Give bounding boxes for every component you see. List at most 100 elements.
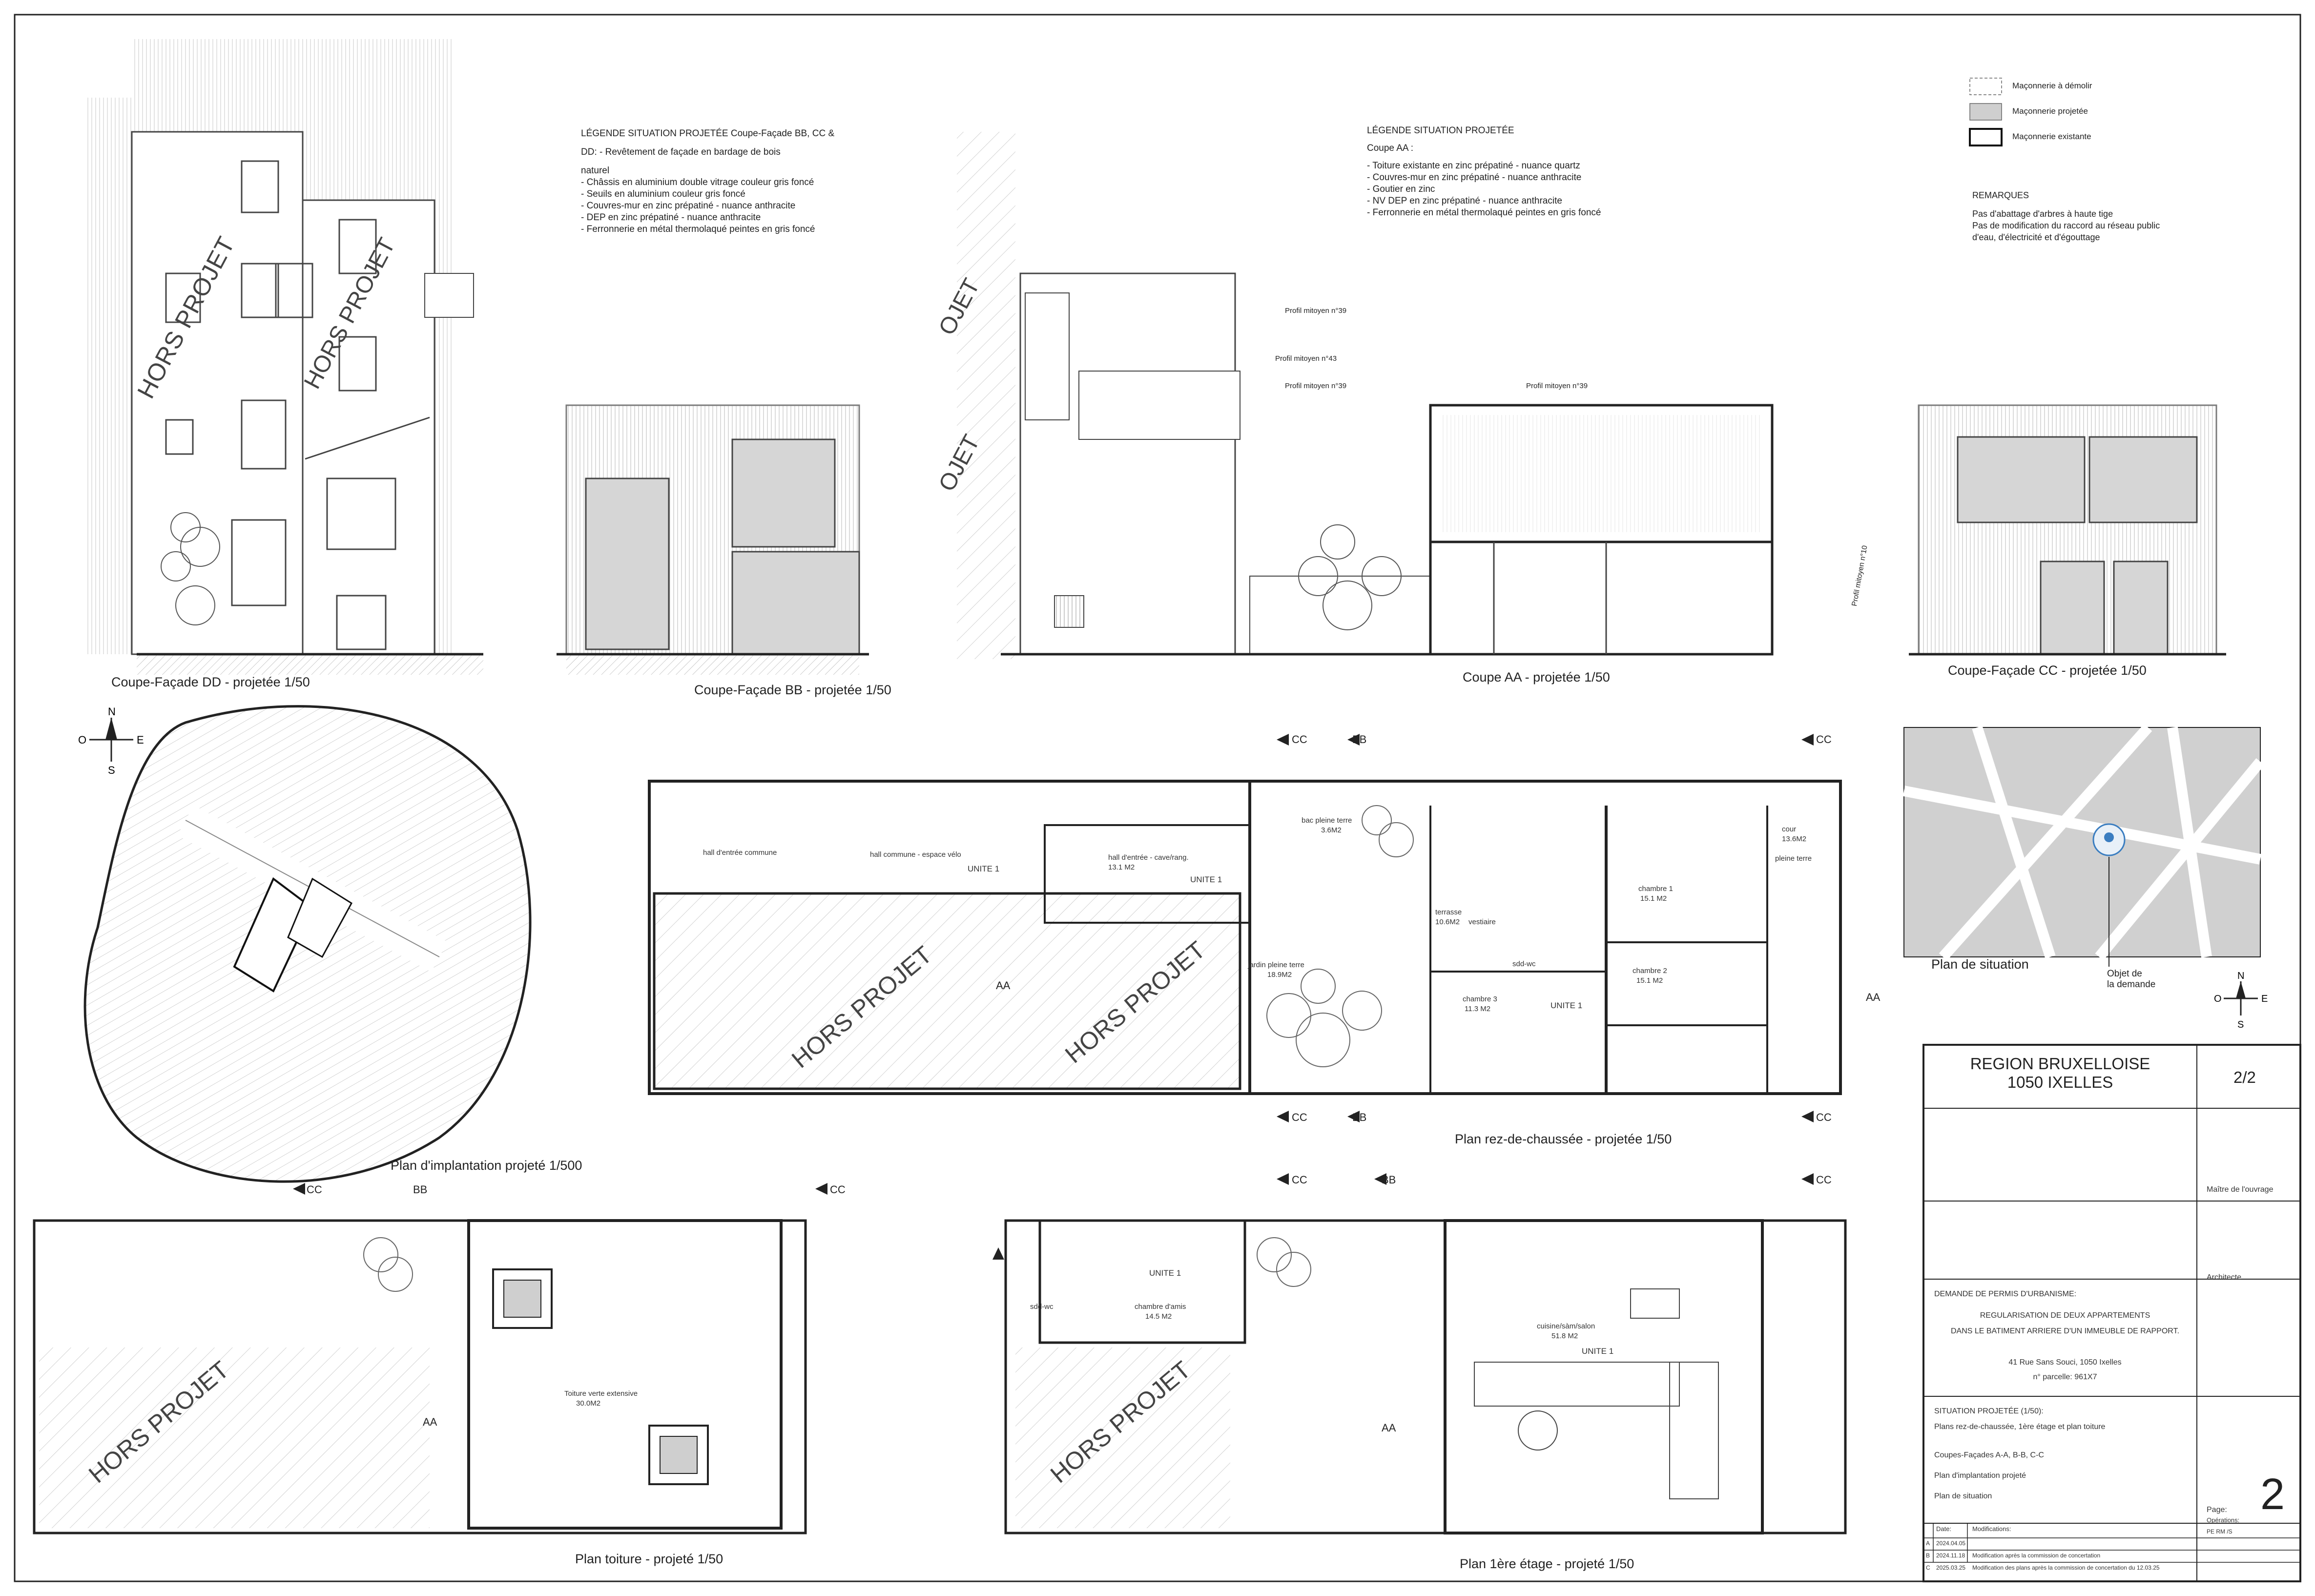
section-aa-rez-right: AA (1866, 991, 1881, 1003)
room-etage: chambre d'amis (1135, 1303, 1186, 1311)
profil-label: Profil mitoyen n°39 (1285, 382, 1347, 390)
legend-bb-line: DD: - Revêtement de façade en bardage de… (581, 147, 781, 157)
caption-etage: Plan 1ère étage - projeté 1/50 (1460, 1556, 1634, 1571)
legend-aa-title: LÉGENDE SITUATION PROJETÉE (1367, 125, 1514, 136)
tb-rev-letter: B (1926, 1552, 1930, 1559)
tb-project1: REGULARISATION DE DEUX APPARTEMENTS (1980, 1311, 2150, 1320)
legend-bb-line: - Ferronnerie en métal thermolaqué peint… (581, 224, 815, 234)
tb-situation: SITUATION PROJETÉE (1/50): (1934, 1407, 2044, 1415)
tb-project2: DANS LE BATIMENT ARRIERE D'UN IMMEUBLE D… (1950, 1327, 2180, 1335)
remarks-line: d'eau, d'électricité et d'égouttage (1972, 232, 2100, 242)
section-aa-toiture: AA (423, 1416, 437, 1428)
section-markers (293, 734, 1814, 1260)
room-rez: hall d'entrée - cave/rang. (1108, 853, 1189, 862)
tb-page-frac: 2/2 (2233, 1068, 2256, 1086)
section-cc-bottom-right: CC (1816, 1111, 1832, 1123)
legend-bb-line: - Seuils en aluminium couleur gris foncé (581, 189, 745, 199)
room-rez-area: 15.1 M2 (1636, 976, 1663, 985)
room-rez-area: 18.9M2 (1267, 971, 1292, 979)
tb-parcel: n° parcelle: 961X7 (2033, 1373, 2097, 1381)
room-rez-area: 3.6M2 (1321, 826, 1342, 834)
room-etage: UNITE 1 (1582, 1347, 1614, 1356)
compass-situation-n: N (2237, 971, 2244, 981)
caption-implantation: Plan d'implantation projeté 1/500 (391, 1158, 582, 1173)
tb-rev-mods-head: Modifications: (1972, 1525, 2011, 1533)
coupe-aa-drawing (957, 132, 1774, 659)
caption-rez: Plan rez-de-chaussée - projetée 1/50 (1455, 1132, 1672, 1146)
room-rez: terrasse (1435, 908, 1462, 916)
plan-etage-drawing (1004, 1219, 1847, 1534)
room-rez: sdd-wc (1512, 960, 1536, 968)
caption-coupe-dd: Coupe-Façade DD - projetée 1/50 (111, 675, 310, 689)
coupe-cc-drawing (1909, 404, 2226, 656)
section-cc-top: CC (1292, 733, 1307, 746)
hatch-label-existante: Maçonnerie existante (2012, 132, 2091, 141)
legend-aa-line: - Toiture existante en zinc prépatiné - … (1367, 161, 1580, 171)
compass-situation-o: O (2214, 994, 2222, 1004)
remarks-line: Pas d'abattage d'arbres à haute tige (1972, 209, 2113, 219)
coupe-bb-drawing (557, 404, 869, 675)
legend-aa: LÉGENDE SITUATION PROJETÉE Coupe AA : - … (1367, 125, 1601, 219)
remarks: REMARQUES Pas d'abattage d'arbres à haut… (1972, 189, 2160, 243)
coupe-dd-drawing (85, 39, 483, 675)
section-aa-etage: AA (1382, 1422, 1396, 1434)
room-rez-area: 10.6M2 (1435, 918, 1460, 926)
room-rez: chambre 3 (1463, 995, 1497, 1003)
room-rez: UNITE 1 (968, 864, 1000, 873)
sheet-frame (14, 14, 2301, 1582)
hatch-label-projetee: Maçonnerie projetée (2012, 106, 2088, 116)
section-cc-etage-left: CC (1292, 1174, 1307, 1186)
implantation-plan (83, 705, 532, 1183)
legend-bb-line: - Couvres-mur en zinc prépatiné - nuance… (581, 201, 796, 211)
room-toiture: Toiture verte extensive (564, 1389, 638, 1398)
compass-implantation (89, 718, 133, 762)
compass-s: S (108, 764, 115, 776)
legend-bb-line: - Châssis en aluminium double vitrage co… (581, 177, 814, 187)
room-rez-area: 13.1 M2 (1108, 863, 1135, 871)
tb-content: Plans rez-de-chaussée, 1ère étage et pla… (1934, 1423, 2106, 1431)
compass-e: E (137, 734, 144, 746)
situation-map (1902, 724, 2265, 967)
section-cc-toiture-left: CC (307, 1183, 322, 1196)
caption-toiture: Plan toiture - projeté 1/50 (575, 1552, 723, 1566)
legend-bb-title: LÉGENDE SITUATION PROJETÉE Coupe-Façade … (581, 128, 835, 139)
tb-rev-text: Modification après la commission de conc… (1972, 1552, 2101, 1559)
tb-region: REGION BRUXELLOISE (1970, 1055, 2150, 1073)
tb-content: Plan d'implantation projeté (1934, 1472, 2026, 1480)
situation-marker-line1: Objet de (2107, 969, 2142, 979)
room-toiture-area: 30.0M2 (576, 1399, 601, 1408)
tb-rev-op: PE RM /S (2207, 1528, 2232, 1535)
room-rez: chambre 1 (1638, 885, 1673, 893)
compass-situation-e: E (2261, 994, 2268, 1004)
legend-aa-line: - NV DEP en zinc prépatiné - nuance anth… (1367, 196, 1562, 206)
room-rez-area: 15.1 M2 (1640, 894, 1667, 903)
legend-aa-line: - Couvres-mur en zinc prépatiné - nuance… (1367, 172, 1582, 183)
room-rez: vestiaire (1468, 918, 1496, 926)
tb-demande: DEMANDE DE PERMIS D'URBANISME: (1934, 1290, 2077, 1298)
legend-bb: LÉGENDE SITUATION PROJETÉE Coupe-Façade … (581, 128, 874, 235)
room-etage-area: 51.8 M2 (1551, 1332, 1578, 1340)
situation-marker-line2: la demande (2107, 979, 2156, 990)
compass-situation (2224, 981, 2258, 1016)
tb-rev-ops-head: Opérations: (2207, 1516, 2240, 1524)
section-bb-toiture: BB (413, 1183, 428, 1196)
room-rez-area: 11.3 M2 (1465, 1005, 1491, 1013)
hatch-demolir (1969, 78, 2002, 95)
room-rez: hall d'entrée commune (703, 849, 777, 857)
room-rez: hall commune - espace vélo (870, 850, 961, 859)
room-rez: UNITE 1 (1190, 875, 1222, 884)
tb-maitre: Maître de l'ouvrage (2207, 1185, 2274, 1194)
tb-rev-text: Modification des plans après la commissi… (1972, 1564, 2160, 1571)
compass-o: O (78, 734, 86, 746)
profil-label: Profil mitoyen n°43 (1275, 354, 1337, 363)
room-etage-area: 14.5 M2 (1145, 1312, 1172, 1321)
room-rez-area: 13.6M2 (1782, 835, 1807, 843)
tb-rev-date: 2024.04.05 (1936, 1540, 1966, 1547)
legend-bb-line: naturel (581, 166, 610, 176)
room-etage: cuisine/sàm/salon (1537, 1322, 1595, 1330)
section-cc-etage-right: CC (1816, 1174, 1832, 1186)
remarks-line: Pas de modification du raccord au réseau… (1972, 221, 2160, 230)
room-rez: bac pleine terre (1302, 816, 1352, 825)
room-etage: sdd-wc (1030, 1303, 1054, 1311)
